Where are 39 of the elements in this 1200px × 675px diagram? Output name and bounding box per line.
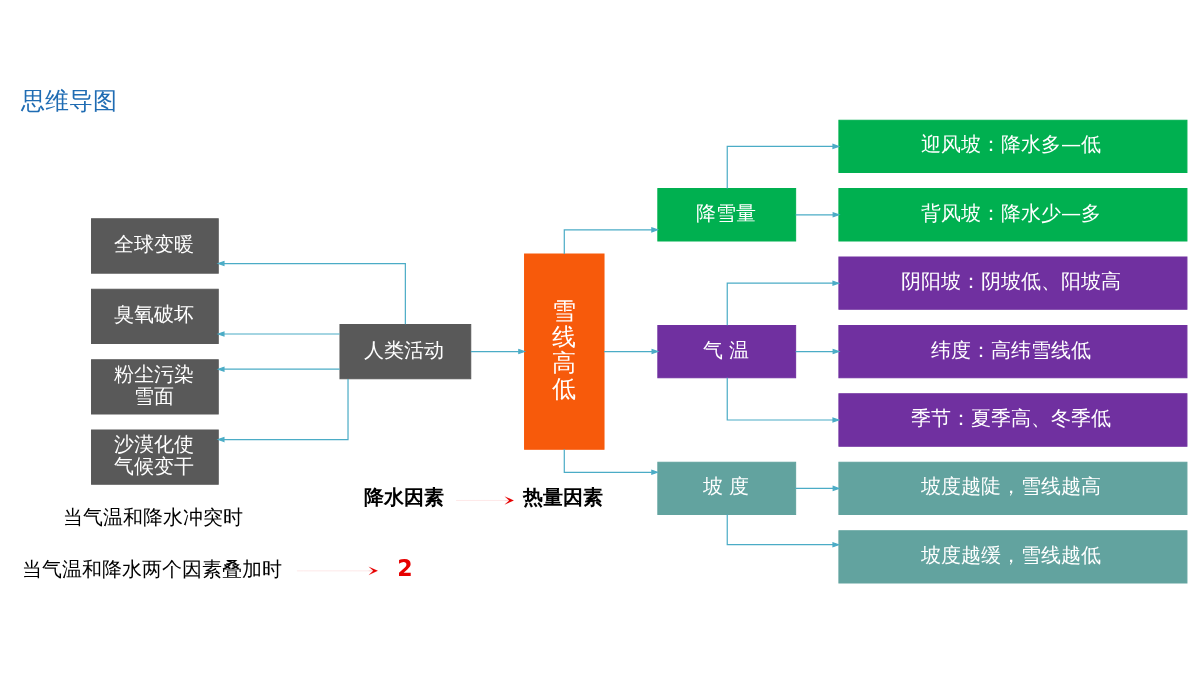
- node-text: 当气温和降水两个因素叠加时: [22, 556, 283, 581]
- arrow: [795, 212, 841, 218]
- node-box: 坡度越缓，雪线越低: [838, 530, 1188, 584]
- arrow: [726, 280, 841, 326]
- node-box: 臭氧破坏: [91, 288, 219, 345]
- node-box: 迎风坡：降水多—低: [838, 119, 1188, 174]
- arrow: [563, 227, 660, 255]
- node-box: 坡度越陡，雪线越高: [838, 461, 1188, 516]
- node-box: 人类活动: [339, 323, 472, 380]
- node-box: 背风坡：降水少—多: [838, 188, 1188, 242]
- arrow: [216, 378, 349, 443]
- label: 当气温和降水冲突时: [62, 504, 243, 529]
- node-text: 降水因素: [364, 485, 445, 510]
- arrow: [216, 331, 341, 337]
- arrow: [563, 448, 660, 476]
- node-box: 坡 度: [657, 461, 797, 516]
- node-box: 纬度：高纬雪线低: [838, 324, 1188, 379]
- node-box: 雪线高低: [524, 253, 605, 450]
- node-box: 粉尘污染雪面: [91, 359, 219, 415]
- node-box: 气 温: [657, 324, 797, 379]
- arrow: [216, 260, 406, 325]
- node-text: 热量因素: [523, 485, 604, 510]
- node-box: 降雪量: [657, 188, 797, 242]
- node-box: 季节：夏季高、冬季低: [838, 393, 1188, 447]
- node-box: 沙漠化使气候变干: [91, 429, 219, 485]
- arrow: [795, 348, 841, 355]
- arrow: [726, 143, 841, 190]
- node-box: 阴阳坡：阴坡低、阳坡高: [838, 256, 1188, 310]
- node-text: 2: [397, 554, 413, 581]
- arrow: [795, 485, 841, 492]
- diagram-title: 思维导图: [21, 87, 118, 116]
- arrow: [296, 566, 378, 575]
- arrow: [470, 348, 527, 355]
- arrow: [726, 513, 841, 548]
- arrow: [216, 366, 341, 372]
- arrow: [726, 377, 841, 423]
- arrow: [603, 348, 660, 355]
- arrow: [456, 496, 514, 505]
- node-box: 全球变暖: [91, 218, 219, 274]
